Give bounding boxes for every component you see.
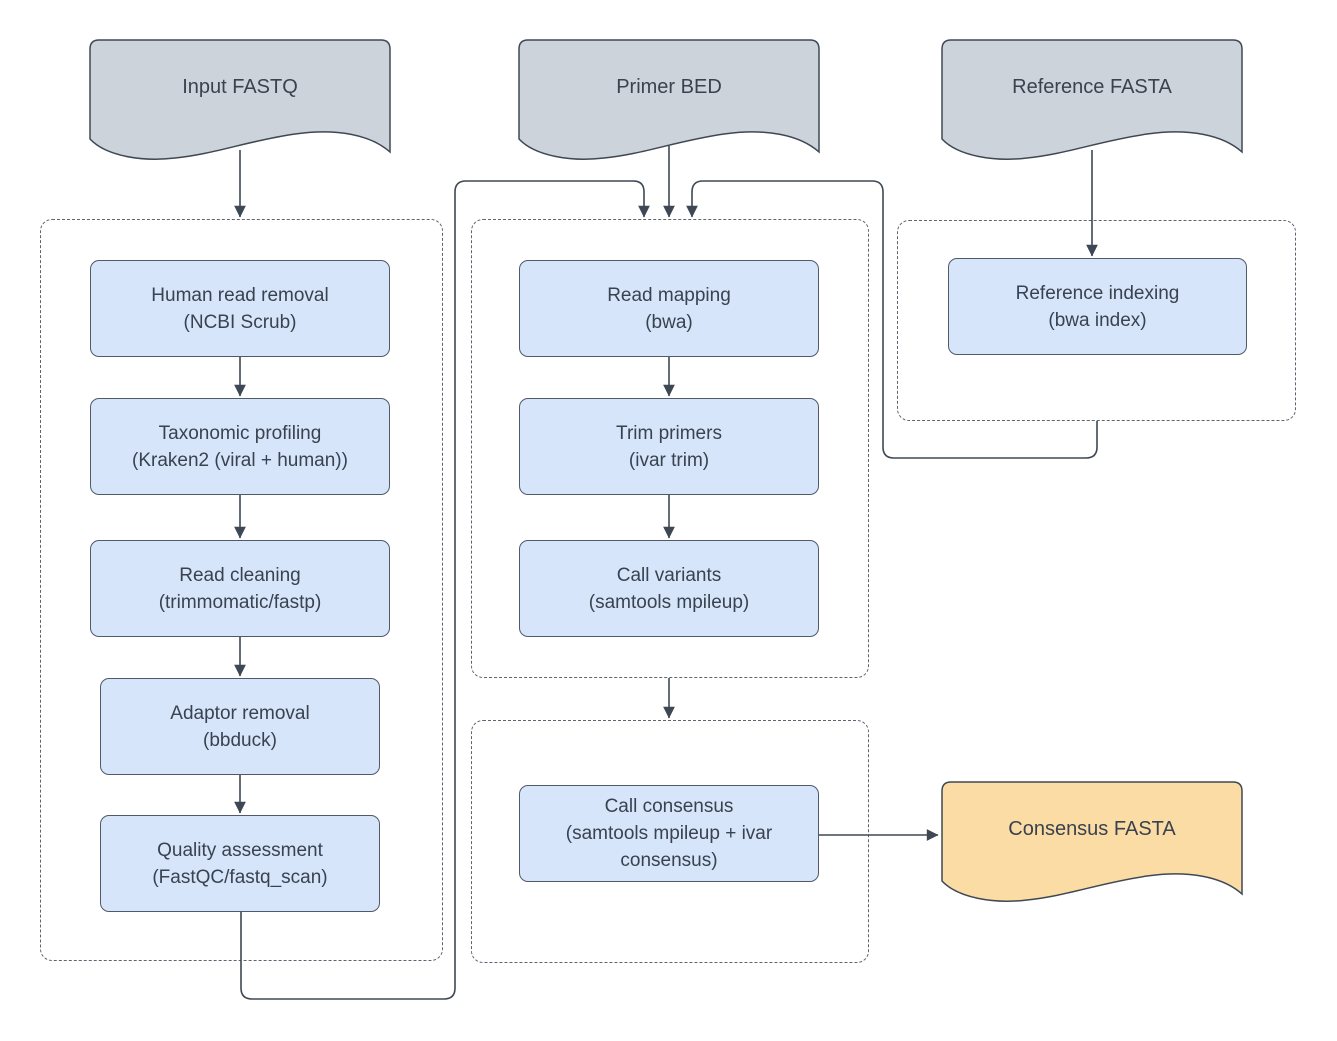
node-title: Adaptor removal <box>170 702 310 724</box>
document-label-input-fastq: Input FASTQ <box>182 76 298 98</box>
node-tool: (Kraken2 (viral + human)) <box>132 449 348 471</box>
node-title: Quality assessment <box>157 839 323 861</box>
node-title: Human read removal <box>151 284 329 306</box>
node-tool: (bwa index) <box>1048 309 1147 331</box>
node-taxonomic-profiling: Taxonomic profiling (Kraken2 (viral + hu… <box>90 398 390 495</box>
document-label-consensus-fasta: Consensus FASTA <box>1008 818 1176 840</box>
node-read-mapping: Read mapping (bwa) <box>519 260 819 357</box>
node-read-cleaning: Read cleaning (trimmomatic/fastp) <box>90 540 390 637</box>
node-tool: (trimmomatic/fastp) <box>158 591 322 613</box>
node-tool: (samtools mpileup) <box>588 591 750 613</box>
node-reference-indexing: Reference indexing (bwa index) <box>948 258 1247 355</box>
node-trim-primers: Trim primers (ivar trim) <box>519 398 819 495</box>
node-title: Reference indexing <box>1015 282 1180 304</box>
node-tool: (ivar trim) <box>628 449 710 471</box>
node-quality-assessment: Quality assessment (FastQC/fastq_scan) <box>100 815 380 912</box>
node-adaptor-removal: Adaptor removal (bbduck) <box>100 678 380 775</box>
node-tool: (NCBI Scrub) <box>183 311 297 333</box>
document-label-primer-bed: Primer BED <box>616 76 722 98</box>
node-tool: (samtools mpileup + ivar consensus) <box>565 823 773 871</box>
node-call-variants: Call variants (samtools mpileup) <box>519 540 819 637</box>
node-title: Read mapping <box>607 284 731 306</box>
node-title: Read cleaning <box>179 564 301 586</box>
node-title: Taxonomic profiling <box>158 422 322 444</box>
node-title: Call variants <box>616 564 722 586</box>
document-label-reference-fasta: Reference FASTA <box>1012 76 1172 98</box>
node-human-read-removal: Human read removal (NCBI Scrub) <box>90 260 390 357</box>
node-title: Call consensus <box>604 796 734 817</box>
node-tool: (FastQC/fastq_scan) <box>152 866 328 888</box>
node-title: Trim primers <box>616 422 722 444</box>
node-call-consensus: Call consensus (samtools mpileup + ivar … <box>519 785 819 882</box>
node-tool: (bbduck) <box>203 729 277 751</box>
node-tool: (bwa) <box>645 311 693 333</box>
